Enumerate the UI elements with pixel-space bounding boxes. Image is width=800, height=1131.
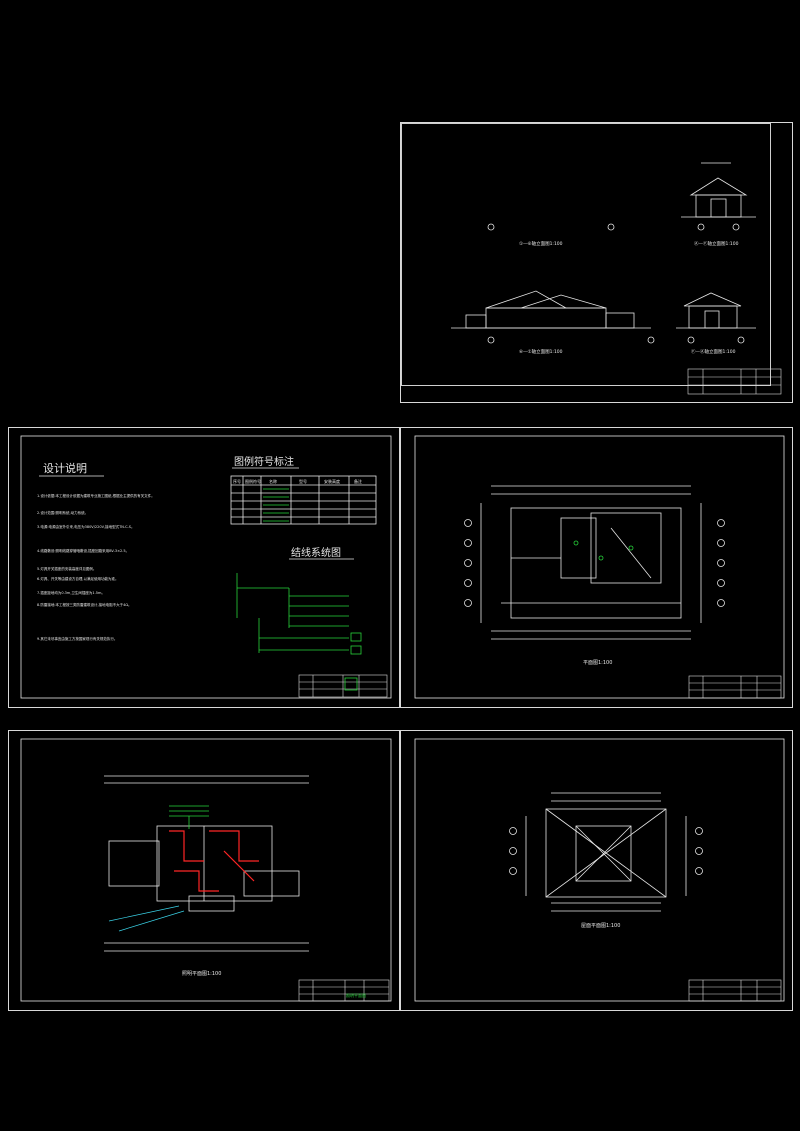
legend-header-symbol: 图例符号 — [245, 478, 261, 484]
notes-frame — [20, 435, 392, 699]
roof-plan-frame — [414, 738, 785, 1002]
roof-outline — [545, 808, 667, 898]
lighting-annotations — [169, 805, 209, 829]
legend-header-name: 名称 — [269, 478, 277, 484]
notes-sheet: 设计说明 图例符号标注 结线系统图 1.设计依据:本工程设计依据为建筑专业施工图… — [8, 427, 400, 708]
lighting-plan-frame — [20, 738, 392, 1002]
floor-plan-title: 平面图1:100 — [583, 660, 612, 666]
elevation-side-2 — [676, 292, 756, 329]
elevations-frame — [401, 123, 771, 386]
note-8: 8.防雷接地:本工程按三类防雷建筑设计,接地电阻不大于4Ω。 — [37, 602, 132, 607]
elevation-side-1 — [681, 162, 756, 218]
note-1: 1.设计依据:本工程设计依据为建筑专业施工图纸,根据业主提供的有关文件。 — [37, 493, 155, 498]
floor-plan-dimension-lines — [480, 485, 702, 640]
legend-title: 图例符号标注 — [234, 455, 294, 468]
elevation-label-4: Ⓕ—Ⓐ轴立面图1:100 — [691, 348, 736, 355]
elevation-back — [451, 290, 651, 329]
note-7: 7.插座距地均为0.3m,卫生间插座为1.5m。 — [37, 590, 105, 595]
legend-table: 序号 图例符号 名称 型号 安装高度 备注 — [230, 475, 377, 525]
note-4: 4.线路敷设:照明线路穿管暗敷设,插座回路采用BV-3×2.5。 — [37, 548, 129, 553]
roof-plan-sheet: 屋面平面图1:100 — [400, 730, 793, 1011]
lighting-circuits — [169, 830, 259, 892]
lighting-plan-walls — [108, 825, 300, 912]
elevations-sheet: ①—⑥轴立面图1:100 Ⓐ—Ⓕ轴立面图1:100 ⑥—①轴立面图1:100 Ⓕ… — [400, 122, 793, 403]
floor-plan-title-block — [688, 675, 782, 699]
floor-plan-frame — [414, 435, 785, 699]
lighting-plan-sheet: 照明平面图1:100 照明平面图 — [8, 730, 400, 1011]
lighting-leader-lines — [108, 905, 185, 932]
floor-plan-drawing: 平面图1:100 — [414, 435, 785, 699]
lighting-plan-drawing: 照明平面图1:100 照明平面图 — [20, 738, 392, 1002]
note-2: 2.设计范围:照明系统,动力系统。 — [37, 510, 88, 515]
notes-drawing: 设计说明 图例符号标注 结线系统图 1.设计依据:本工程设计依据为建筑专业施工图… — [20, 435, 392, 699]
roof-title-block — [688, 979, 782, 1002]
legend-header-remark: 备注 — [354, 478, 362, 484]
roof-plan-drawing: 屋面平面图1:100 — [414, 738, 785, 1002]
lighting-title-block — [298, 979, 390, 1002]
notes-title-block — [298, 674, 388, 698]
lighting-plan-tag: 照明平面图 — [346, 992, 366, 998]
floor-plan-sheet: 平面图1:100 — [400, 427, 793, 708]
note-9: 9.其它未尽事宜由施工方按国家现行有关规范执行。 — [37, 636, 117, 641]
system-diagram-title: 结线系统图 — [291, 546, 341, 559]
title-block — [687, 368, 782, 395]
wiring-system-diagram — [236, 573, 362, 655]
lighting-plan-title: 照明平面图1:100 — [182, 971, 221, 977]
legend-header-model: 型号 — [299, 478, 307, 484]
note-6: 6.灯具、开关等由建设方自理,以满足使用功能为准。 — [37, 576, 118, 581]
elevations-drawing: ①—⑥轴立面图1:100 Ⓐ—Ⓕ轴立面图1:100 ⑥—①轴立面图1:100 Ⓕ… — [451, 162, 782, 395]
elevation-label-2: Ⓐ—Ⓕ轴立面图1:100 — [694, 240, 739, 247]
legend-header-height: 安装高度 — [324, 478, 340, 484]
note-5: 5.灯具开关插座的安装高度详见图例。 — [37, 566, 96, 571]
legend-header-no: 序号 — [233, 478, 241, 484]
elevation-label-1: ①—⑥轴立面图1:100 — [519, 240, 563, 247]
elevation-label-3: ⑥—①轴立面图1:100 — [519, 348, 563, 355]
roof-plan-dimension-lines — [525, 792, 687, 912]
design-notes-title: 设计说明 — [43, 461, 87, 475]
note-3: 3.电源:电源由室外引来,电压为380V/220V,接地型式TN-C-S。 — [37, 524, 135, 529]
floor-plan-walls — [501, 507, 682, 619]
roof-plan-title: 屋面平面图1:100 — [581, 923, 620, 929]
